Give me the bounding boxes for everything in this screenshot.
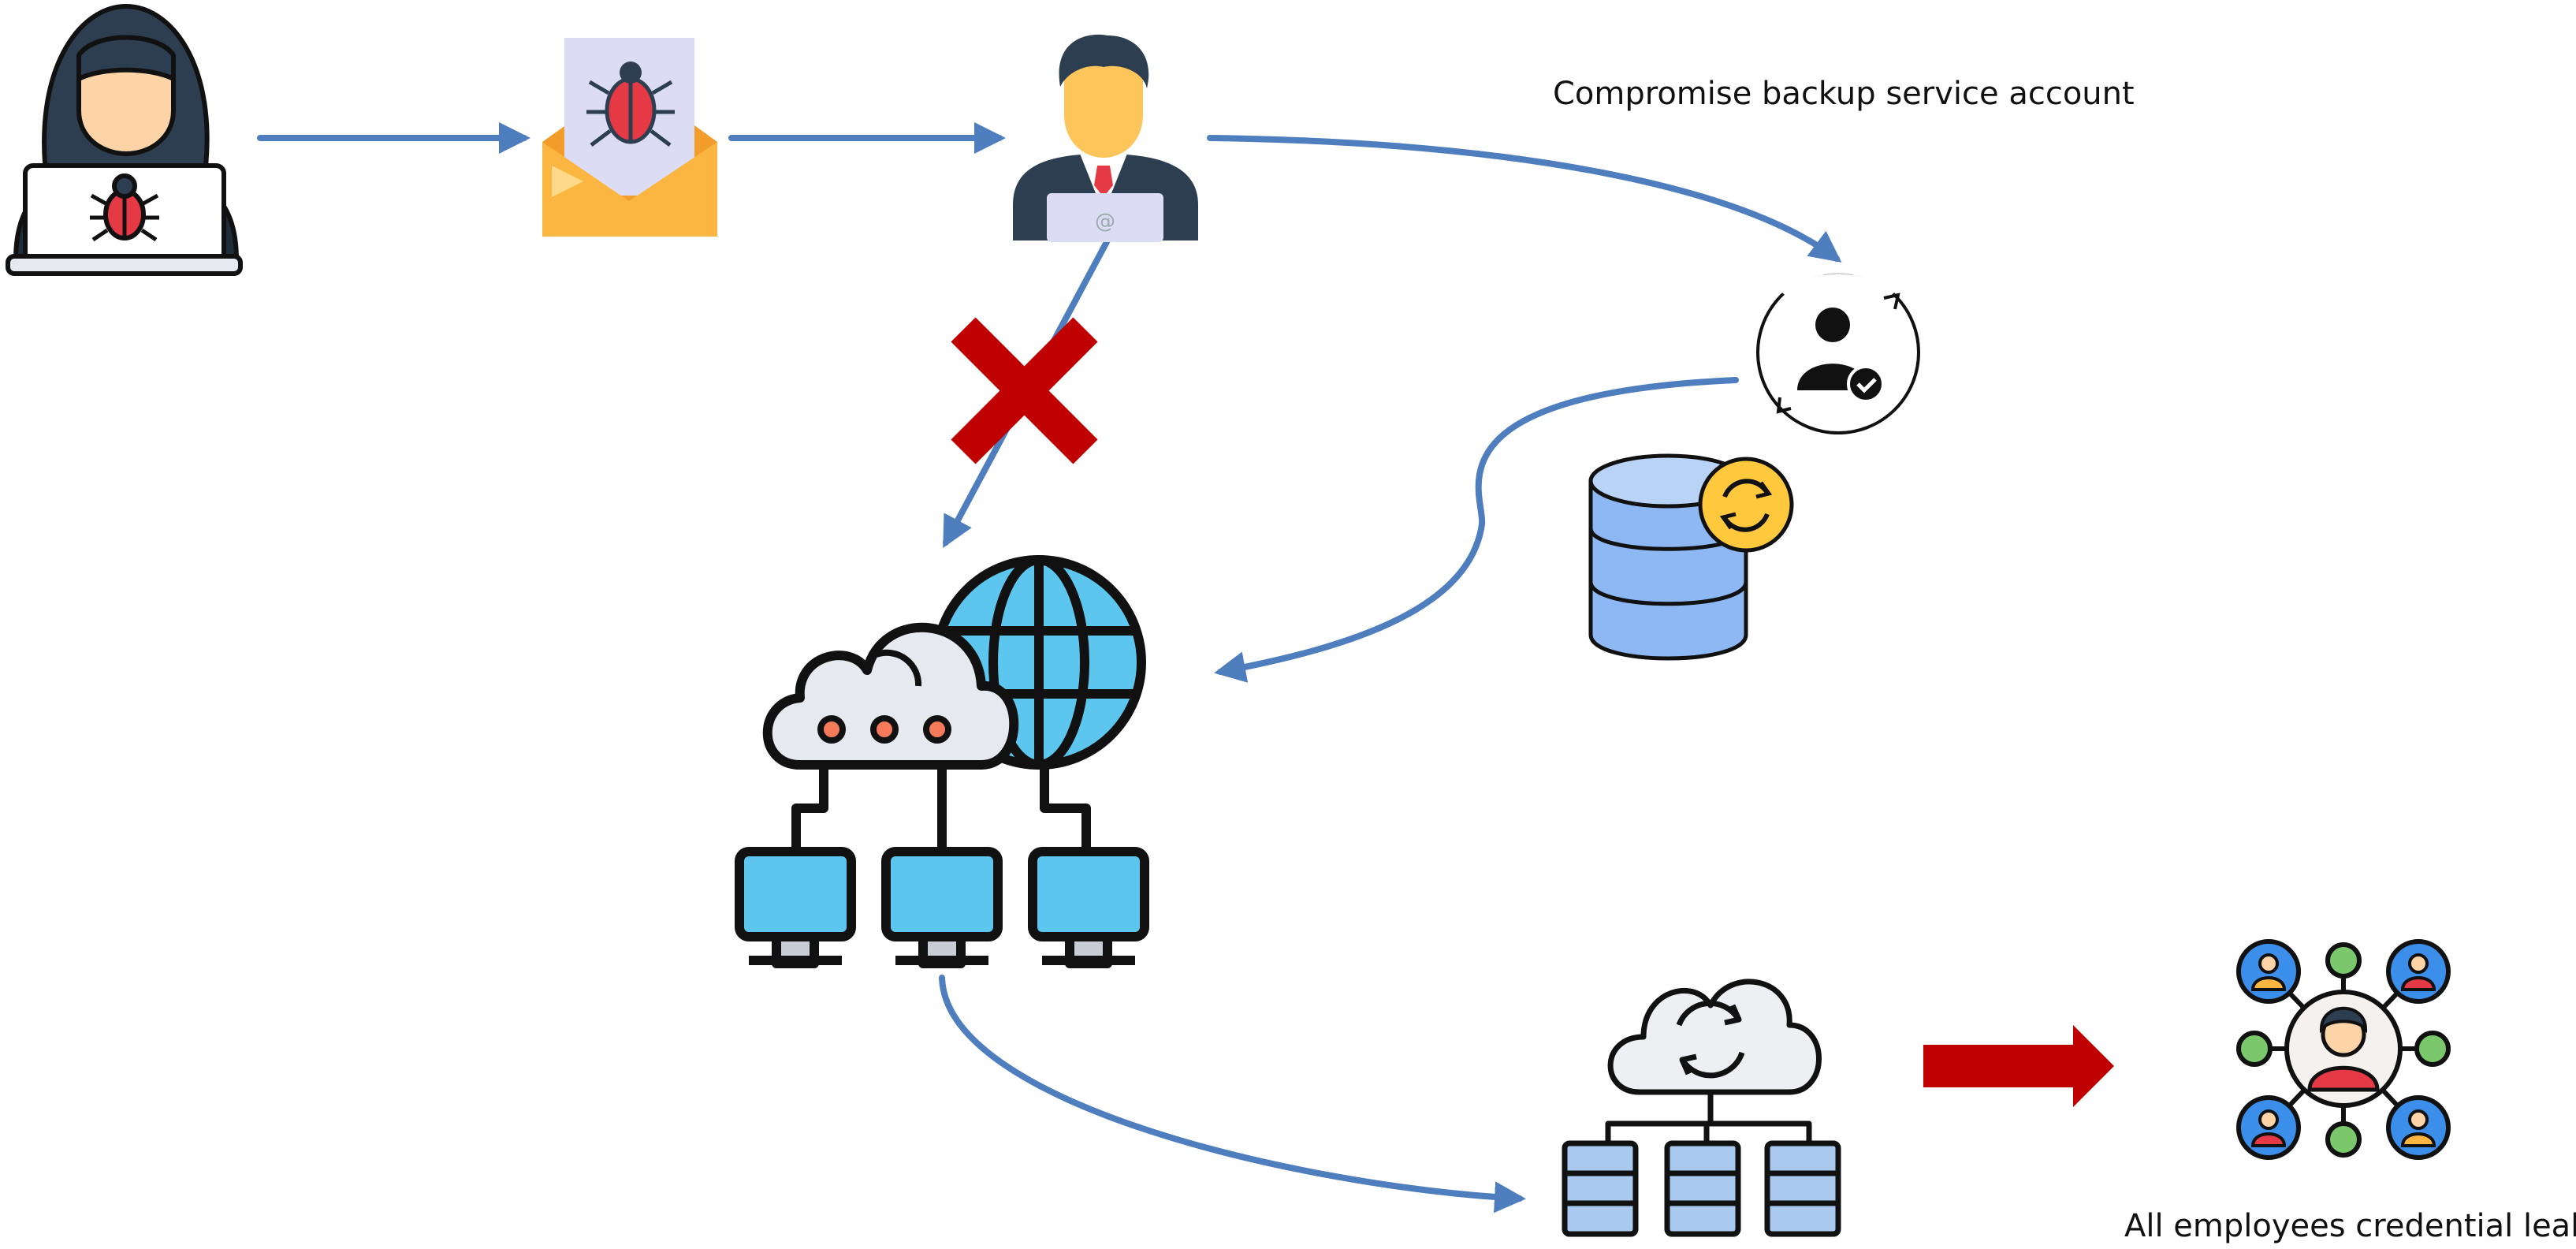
flow-arrows <box>257 122 1842 1214</box>
arrow-service-account-to-network <box>1214 377 1739 683</box>
arrow-employee-to-service-account <box>1207 135 1842 263</box>
employee-laptop-icon: @ <box>1013 34 1198 242</box>
malicious-email-icon <box>542 38 717 237</box>
employee-network-icon <box>2236 939 2451 1160</box>
cloud-backup-servers-icon <box>1562 979 1841 1237</box>
credential-leak-label: All employees credential leak <box>2124 1208 2576 1244</box>
arrow-network-to-backup-cloud <box>939 975 1526 1214</box>
cloud-network-globe-icon <box>735 555 1149 968</box>
blocked-x-icon <box>951 317 1098 464</box>
compromise-backup-label: Compromise backup service account <box>1553 76 2135 112</box>
hacker-laptop-icon <box>6 4 243 276</box>
backup-database-icon <box>1588 453 1794 661</box>
service-account-sync-icon <box>1756 265 1920 434</box>
svg-text:@: @ <box>1095 210 1115 233</box>
leak-arrow <box>1923 1025 2114 1107</box>
